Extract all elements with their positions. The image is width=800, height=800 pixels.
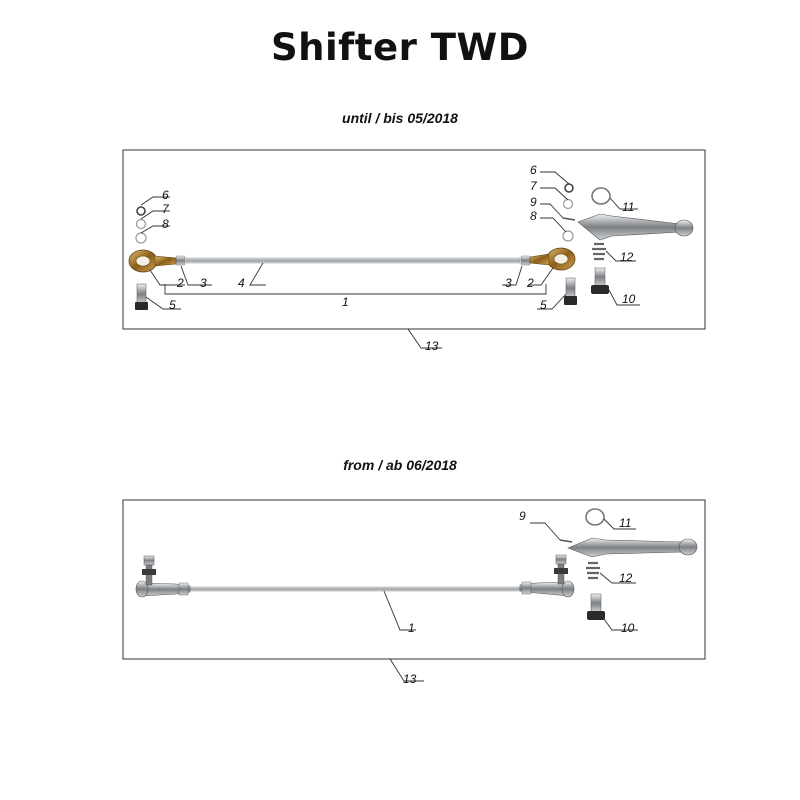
callout-8-left: 8 [162,217,169,231]
callout-12-old: 12 [620,250,634,264]
pivot-bolt-new [587,593,605,620]
washers-right-old [562,183,576,242]
nut-right-old [520,255,531,266]
callout-12-new: 12 [619,571,633,585]
callout-11-old: 11 [622,200,634,214]
callout-5-right: 5 [540,298,547,312]
callout-6-right: 6 [530,163,537,177]
rod-end-left-new [135,555,191,598]
callout-2-right: 2 [526,276,534,290]
assembly-frame-new [122,499,706,660]
callout-7-left: 7 [162,202,170,216]
section-heading-old: until / bis 05/2018 [342,110,458,126]
pivot-bolt-old [591,267,609,294]
rod-end-right-old [529,247,576,271]
callout-9-new: 9 [519,509,526,523]
spring-old [592,242,606,261]
callout-13-new: 13 [403,672,417,686]
callout-10-old: 10 [622,292,636,306]
shift-rod-old [185,257,521,264]
callout-11-new: 11 [619,516,631,530]
callout-10-new: 10 [621,621,635,635]
callout-13-old: 13 [425,339,439,353]
bolt-left-old [135,283,148,310]
callout-5-left: 5 [169,298,176,312]
nut-left-old [175,255,186,266]
callout-7-right: 7 [530,179,538,193]
callout-1-old: 1 [342,295,349,309]
callout-9-old: 9 [530,195,537,209]
callout-6-left: 6 [162,188,169,202]
spring-new [586,561,600,580]
callout-3-left: 3 [200,276,207,290]
callout-4: 4 [238,276,245,290]
callout-3-right: 3 [505,276,512,290]
shift-rod-new [189,586,521,592]
callout-2-left: 2 [176,276,184,290]
shift-lever-new [559,508,698,558]
washers-left-old [135,206,147,244]
rod-end-left-old [128,249,177,273]
section-heading-new: from / ab 06/2018 [343,457,457,473]
assembly-frame-old [122,149,706,330]
callout-1-new: 1 [408,621,415,635]
callout-8-right: 8 [530,209,537,223]
page-title: Shifter TWD [271,26,529,69]
shift-lever-old [577,187,694,241]
rod-end-right-new [519,554,575,598]
bolt-right-old [564,277,577,305]
